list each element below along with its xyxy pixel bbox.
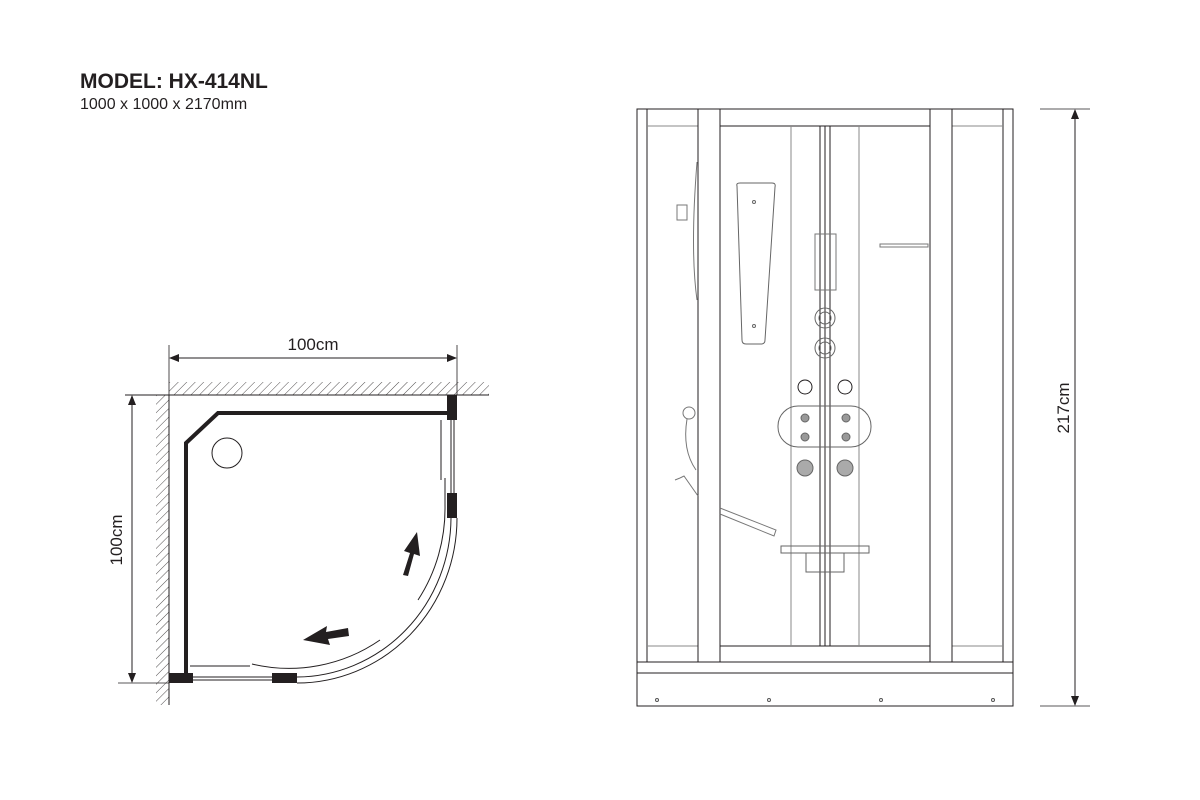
front-view: [636, 108, 1014, 707]
towel-bar: [879, 243, 929, 248]
arrow-up-icon: [403, 532, 420, 576]
left-post: [697, 108, 721, 663]
height-dimension: 217cm: [1040, 108, 1090, 707]
model-title: MODEL: HX-414NL: [80, 70, 268, 93]
sliding-doors[interactable]: [819, 126, 831, 646]
base-screws: [655, 698, 995, 702]
door-handle: [814, 233, 837, 291]
backrest-panel: [736, 182, 776, 345]
model-dimensions: 1000 x 1000 x 2170mm: [80, 96, 248, 113]
right-post: [929, 108, 953, 663]
shower-head-and-hose: [674, 161, 777, 537]
shelf: [780, 545, 870, 573]
glass-panels: [190, 420, 458, 684]
drain-icon: [211, 437, 243, 469]
frame-blocks: [169, 395, 457, 683]
plan-view: 100cm 100cm: [107, 335, 489, 705]
wall-hatching: [125, 382, 489, 705]
massage-jets: [777, 307, 872, 477]
shower-tray-outline: [184, 411, 448, 677]
arrow-left-icon: [303, 626, 349, 645]
height-label: 217cm: [1054, 382, 1073, 433]
depth-label: 100cm: [107, 514, 126, 565]
width-dimension: 100cm: [168, 335, 458, 395]
width-label: 100cm: [287, 335, 338, 354]
depth-dimension: 100cm: [107, 395, 169, 684]
